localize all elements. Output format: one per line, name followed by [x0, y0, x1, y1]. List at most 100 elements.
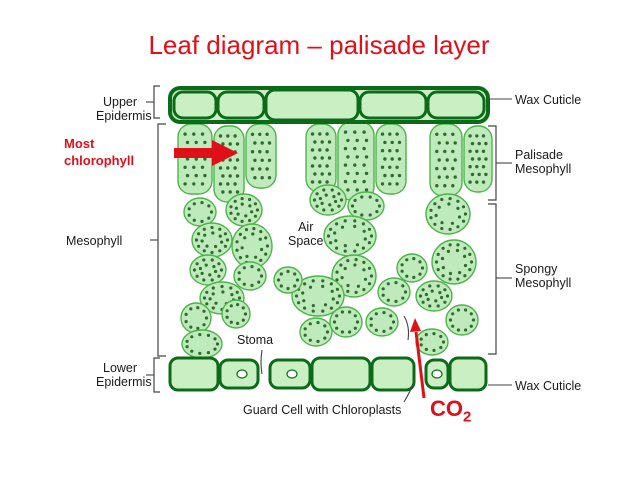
chloroplast: [343, 146, 348, 151]
chloroplast: [240, 219, 244, 223]
chloroplast: [240, 197, 244, 201]
chloroplast: [343, 163, 348, 167]
label-wax-cuticle-top: Wax Cuticle: [515, 93, 582, 107]
chloroplast: [353, 179, 357, 184]
chloroplast: [435, 149, 439, 154]
chloroplast: [353, 224, 357, 228]
chloroplast: [209, 210, 214, 214]
chloroplast: [215, 342, 220, 346]
chloroplast: [211, 306, 215, 310]
chloroplast: [254, 255, 258, 259]
chloroplast: [397, 140, 402, 145]
chloroplast: [184, 320, 188, 324]
chloroplast: [355, 188, 359, 192]
chloroplast: [364, 138, 369, 143]
chloroplast: [236, 212, 240, 216]
spongy-cell: [323, 215, 377, 257]
chloroplast: [308, 285, 313, 289]
chloroplast: [203, 157, 207, 161]
chloroplast: [355, 320, 360, 324]
chloroplast: [330, 188, 334, 192]
chloroplast: [202, 249, 206, 253]
chloroplast: [197, 244, 201, 248]
chloroplast: [435, 166, 439, 171]
spongy-cell: [225, 193, 263, 227]
chloroplast: [334, 239, 338, 243]
chlorophyll-arrow-shaft: [174, 148, 214, 158]
chloroplast: [440, 197, 444, 202]
chloroplast: [369, 323, 373, 327]
chloroplast: [424, 333, 428, 337]
chloroplast: [388, 132, 392, 136]
chloroplast: [233, 199, 237, 203]
chloroplast: [437, 158, 441, 162]
chloroplast: [388, 182, 392, 186]
label-spongy-mesophyll: Spongy Mesophyll: [515, 262, 572, 290]
chloroplast: [206, 333, 210, 337]
chloroplast: [390, 140, 394, 145]
chloroplast: [233, 217, 237, 221]
chloroplast: [258, 237, 262, 241]
chloroplast: [453, 158, 457, 162]
chloroplast: [337, 192, 341, 196]
chloroplast: [429, 216, 433, 220]
chloroplast: [233, 182, 237, 186]
chloroplast: [259, 230, 263, 234]
chloroplast: [447, 202, 451, 206]
chloroplast: [326, 234, 331, 238]
chloroplast: [380, 149, 385, 153]
chloroplast: [362, 288, 366, 292]
chloroplast: [312, 198, 317, 202]
chloroplast: [223, 244, 227, 248]
chloroplast: [335, 246, 339, 250]
chloroplast: [243, 312, 248, 316]
upper-epidermis-cell: [172, 90, 218, 120]
chloroplast: [439, 345, 443, 350]
palisade-cell: [213, 125, 245, 203]
chloroplast: [346, 188, 350, 192]
chloroplast: [257, 280, 261, 284]
chloroplast: [394, 281, 398, 285]
spongy-cell-wall: [323, 215, 377, 257]
chloroplast: [226, 134, 230, 138]
chloroplast: [443, 300, 447, 304]
chloroplast: [429, 208, 433, 212]
chloroplast: [362, 146, 366, 151]
chloroplast: [236, 303, 240, 307]
chloroplast: [200, 271, 204, 275]
label-stoma: Stoma: [237, 333, 274, 347]
palisade-cell-wall: [337, 121, 375, 201]
chloroplast: [368, 213, 372, 217]
chloroplast: [456, 277, 460, 281]
chloroplast: [252, 227, 256, 231]
chloroplast: [437, 205, 441, 209]
chloroplast: [320, 172, 324, 176]
chloroplast: [245, 254, 249, 258]
label-palisade-mesophyll: Palisade Mesophyll: [515, 148, 572, 176]
chloroplast: [434, 260, 439, 264]
chloroplast: [200, 219, 204, 223]
chloroplast: [468, 165, 472, 169]
chloroplast: [260, 141, 264, 145]
chloroplast: [451, 324, 455, 328]
chloroplast: [382, 311, 386, 315]
chloroplast: [380, 165, 385, 169]
chloroplast: [293, 284, 297, 288]
chloroplast: [238, 232, 242, 236]
chloroplast: [210, 278, 214, 282]
chloroplast: [265, 150, 269, 154]
chloroplast: [469, 260, 474, 264]
chloroplast: [477, 141, 481, 146]
chloroplast: [204, 263, 208, 267]
chloroplast: [380, 182, 385, 186]
spongy-cell: [415, 280, 453, 312]
chloroplast: [340, 225, 345, 229]
chloroplast: [343, 130, 348, 134]
chloroplast: [310, 164, 315, 168]
palisade-cell: [463, 125, 493, 193]
chloroplast: [468, 149, 472, 153]
palisade-cell: [245, 123, 277, 189]
chloroplast: [213, 337, 217, 341]
chloroplast: [419, 343, 423, 347]
